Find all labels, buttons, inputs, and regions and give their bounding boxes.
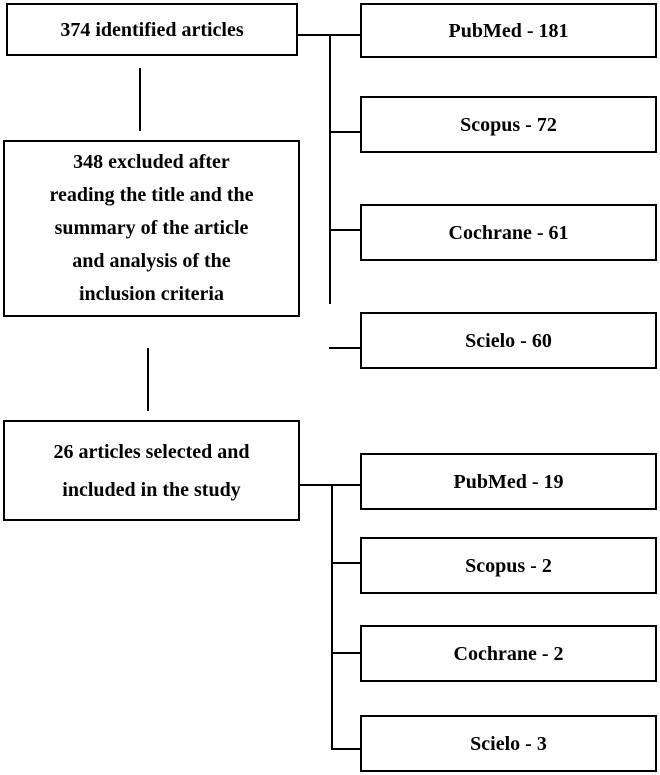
connector-line [147,348,149,411]
selected-line: included in the study [62,478,241,501]
connector-line [329,131,360,133]
connector-line [329,229,360,231]
connector-line [331,562,360,564]
identified-source-scopus: Scopus - 72 [360,96,657,153]
connector-line [139,68,141,131]
source-label: PubMed - 19 [453,470,564,493]
connector-line [331,652,360,654]
excluded-line: and analysis of the [72,250,231,272]
identified-articles-box: 374 identified articles [6,3,298,56]
excluded-text: 348 excluded after reading the title and… [49,146,253,311]
source-label: Scielo - 60 [465,329,552,352]
selected-articles-box: 26 articles selected and included in the… [3,420,300,521]
excluded-line: summary of the article [54,217,249,239]
excluded-line: reading the title and the [49,184,254,206]
source-label: Scopus - 72 [460,113,557,136]
identified-source-scielo: Scielo - 60 [360,312,657,369]
selected-text: 26 articles selected and included in the… [53,433,249,509]
excluded-articles-box: 348 excluded after reading the title and… [3,140,300,317]
connector-line [329,347,360,349]
connector-line [300,484,360,486]
source-label: Cochrane - 2 [453,642,564,665]
source-label: Cochrane - 61 [448,221,569,244]
identified-source-cochrane: Cochrane - 61 [360,204,657,261]
source-label: Scopus - 2 [465,554,552,577]
selected-source-pubmed: PubMed - 19 [360,453,657,510]
source-label: Scielo - 3 [470,732,547,755]
identified-articles-label: 374 identified articles [60,18,244,41]
excluded-line: inclusion criteria [79,283,224,305]
selected-source-scopus: Scopus - 2 [360,537,657,594]
excluded-line: 348 excluded after [73,151,230,173]
selected-source-cochrane: Cochrane - 2 [360,625,657,682]
identified-source-pubmed: PubMed - 181 [360,3,657,58]
connector-line [331,748,360,750]
selected-line: 26 articles selected and [53,440,250,463]
source-label: PubMed - 181 [448,19,569,42]
connector-line [329,34,331,304]
connector-line [331,484,333,749]
selected-source-scielo: Scielo - 3 [360,715,657,772]
